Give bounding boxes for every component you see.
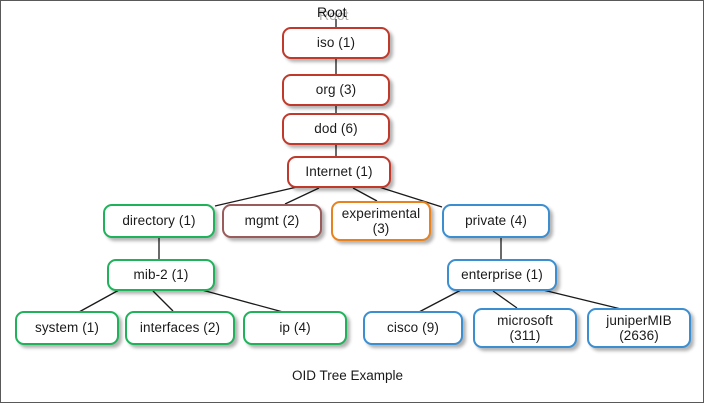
node-enterprise[interactable]: enterprise (1)	[447, 259, 557, 291]
edge-mib2-to-system	[78, 289, 120, 313]
edge-mib2-to-interfaces	[152, 290, 174, 312]
edge-internet-to-directory	[214, 186, 298, 207]
node-system[interactable]: system (1)	[15, 311, 119, 345]
node-cisco[interactable]: cisco (9)	[363, 311, 463, 345]
edge-enterprise-to-cisco	[418, 289, 462, 313]
node-mgmt[interactable]: mgmt (2)	[222, 204, 322, 238]
edge-enterprise-to-juniper	[542, 289, 622, 310]
edge-internet-to-experimental	[352, 187, 378, 202]
node-iso[interactable]: iso (1)	[282, 27, 390, 59]
edge-enterprise-to-microsoft	[492, 290, 518, 309]
node-ip[interactable]: ip (4)	[243, 311, 347, 345]
node-directory[interactable]: directory (1)	[103, 204, 215, 238]
node-interfaces[interactable]: interfaces (2)	[125, 311, 235, 345]
edge-mib2-to-ip	[201, 289, 284, 313]
figure-caption: OID Tree Example	[292, 368, 404, 383]
node-internet[interactable]: Internet (1)	[287, 156, 391, 188]
edge-internet-to-private	[378, 186, 443, 208]
node-org[interactable]: org (3)	[282, 74, 390, 106]
root-label: Root	[317, 4, 347, 20]
node-mib2[interactable]: mib-2 (1)	[107, 259, 215, 291]
node-microsoft[interactable]: microsoft (311)	[473, 308, 577, 348]
edge-internet-to-mgmt	[284, 187, 320, 205]
node-dod[interactable]: dod (6)	[282, 113, 390, 145]
node-private[interactable]: private (4)	[442, 204, 550, 238]
node-juniper[interactable]: juniperMIB (2636)	[587, 308, 691, 348]
node-experimental[interactable]: experimental (3)	[331, 201, 431, 241]
